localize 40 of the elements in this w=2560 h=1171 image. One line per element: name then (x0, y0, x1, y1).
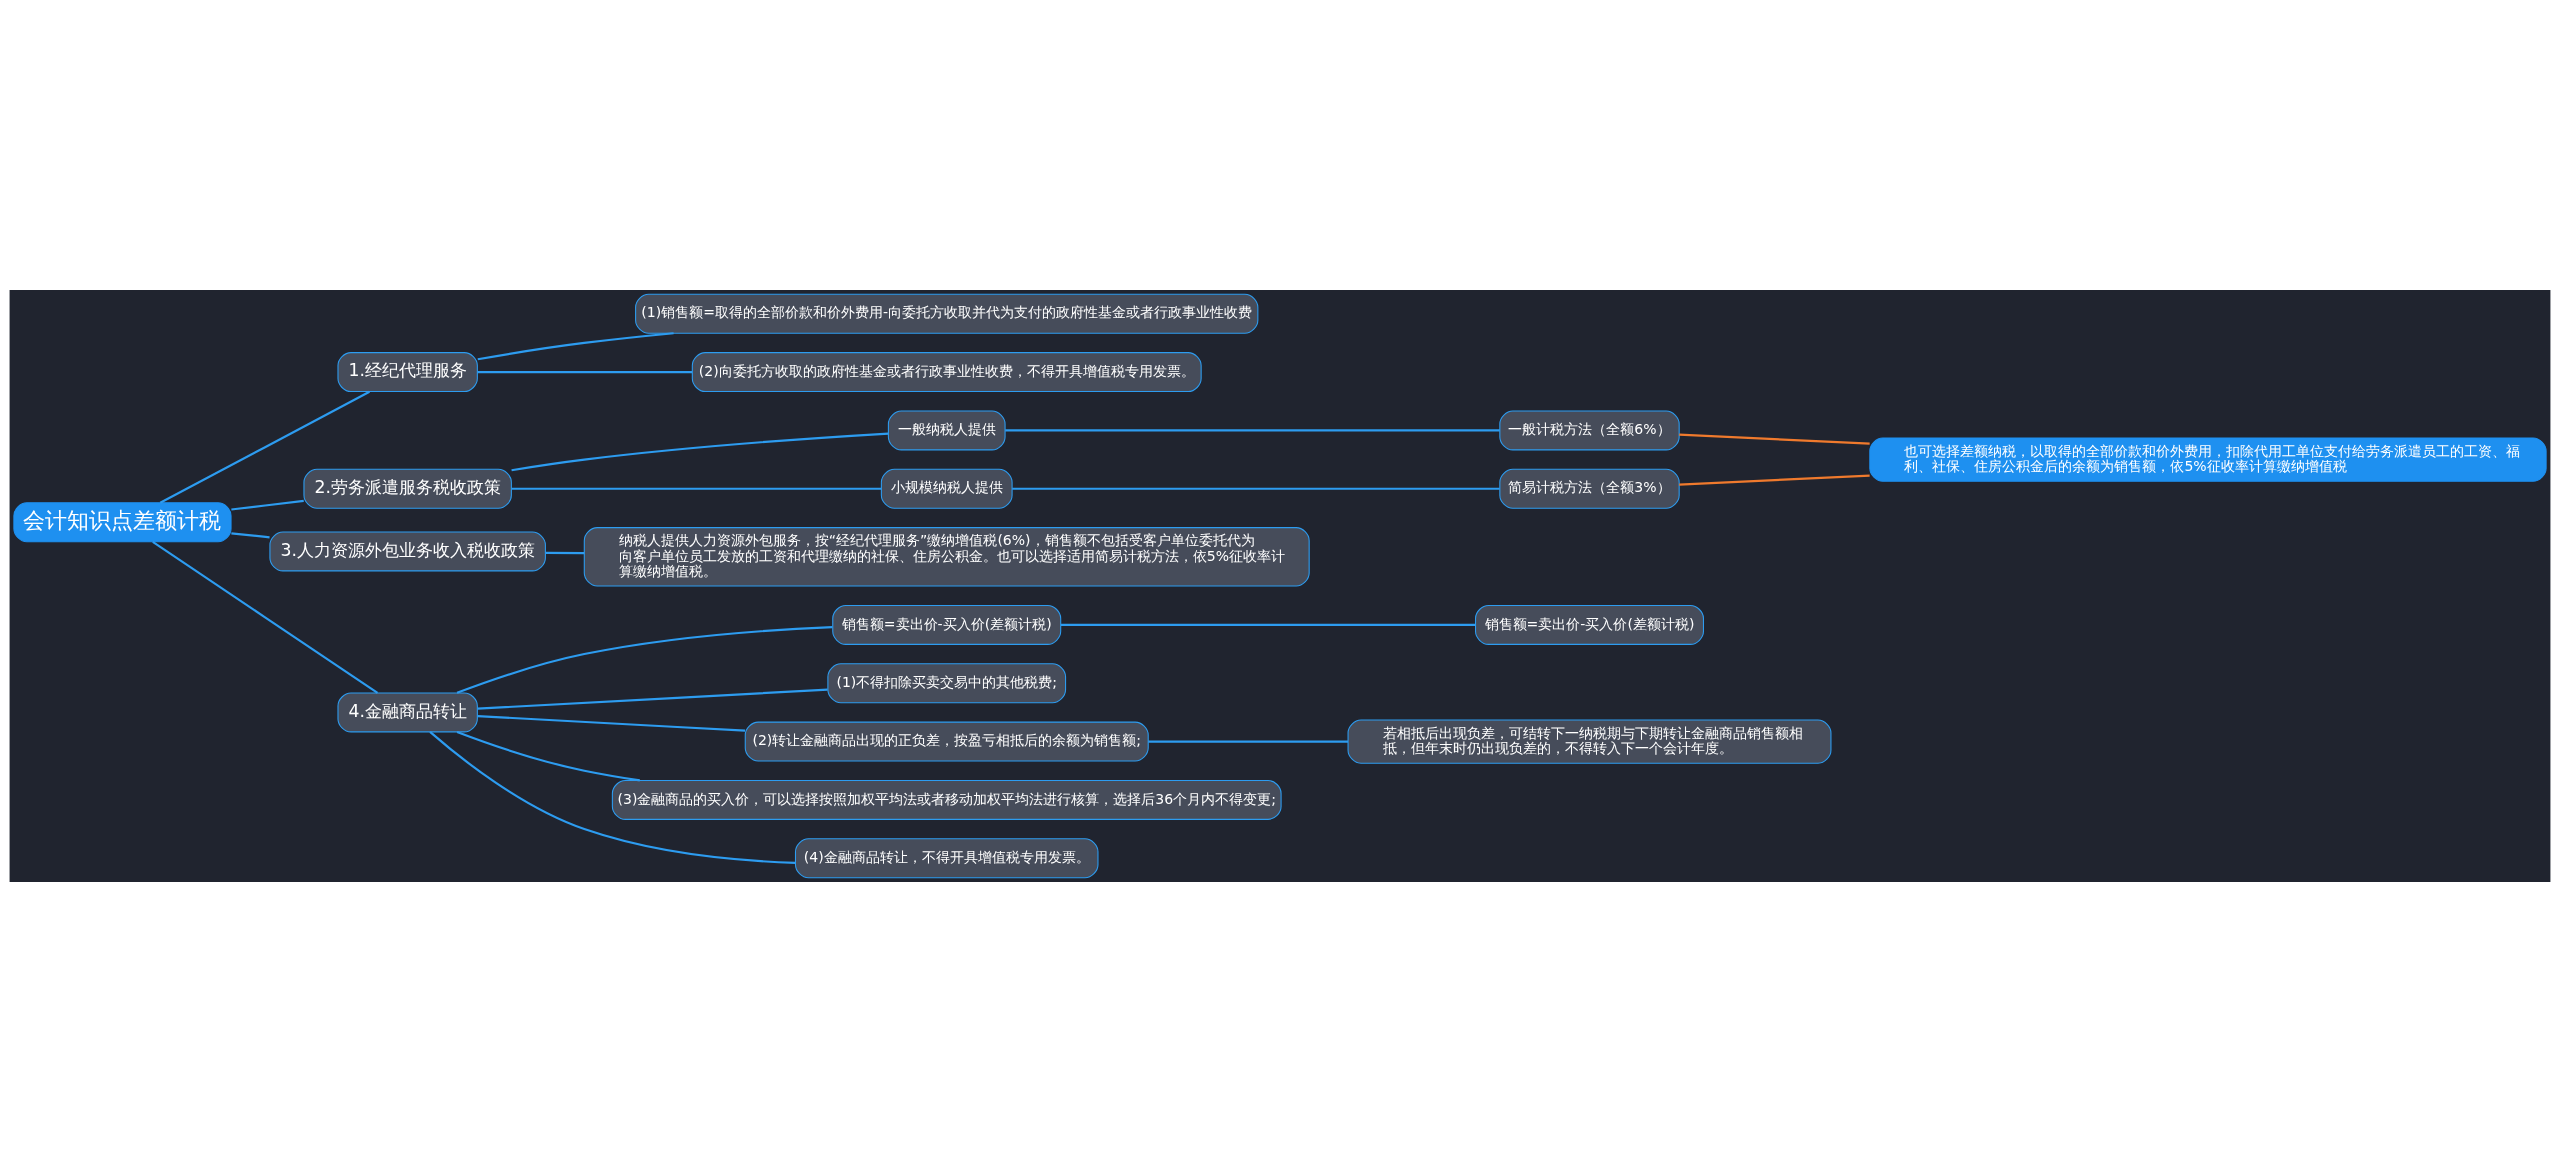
connector (1005, 428, 1500, 431)
connector (511, 487, 882, 490)
node-box: 2.劳务派遣服务税收政策 (303, 468, 512, 509)
connector (231, 531, 270, 538)
connector (231, 499, 304, 511)
connector (1012, 487, 1500, 490)
connector (477, 714, 746, 732)
node-box: 也可选择差额纳税，以取得的全部价款和价外费用，扣除代用工单位支付给劳务派遣员工的工资、福利、社保、住房公积金后的余额为销售额，依5%征收率计算缴纳增值税 (1869, 436, 2547, 482)
connector (456, 730, 640, 781)
node-box: 一般计税方法（全额6%） (1499, 409, 1680, 450)
node-box: 若相抵后出现负差，可结转下一纳税期与下期转让金融商品销售额相抵，但年末时仍出现负差的，不得转入下一个会计年度。 (1347, 718, 1832, 764)
node-box: 3.人力资源外包业务收入税收政策 (269, 530, 546, 571)
node-box: 4.金融商品转让 (337, 691, 478, 732)
connector (456, 625, 833, 694)
node-box: 1.经纪代理服务 (337, 351, 478, 392)
connector (1679, 474, 1870, 486)
connector (545, 551, 585, 554)
connector (1148, 739, 1349, 743)
connector (429, 730, 796, 864)
node-box: (4)金融商品转让，不得开具增值税专用发票。 (794, 837, 1099, 878)
node-box: (1)不得扣除买卖交易中的其他税费; (827, 662, 1067, 703)
node-box: 会计知识点差额计税 (13, 501, 232, 542)
connector (1060, 623, 1476, 626)
node-box: (1)销售额=取得的全部价款和价外费用-向委托方收取并代为支付的政府性基金或者行政事业性收费 (635, 293, 1259, 334)
connector (477, 370, 693, 373)
connector (477, 688, 828, 710)
node-box: 一般纳税人提供 (887, 409, 1006, 450)
connector (477, 331, 674, 360)
node-box: 简易计税方法（全额3%） (1499, 468, 1680, 509)
connector (1679, 433, 1870, 445)
node-box: 小规模纳税人提供 (880, 468, 1013, 509)
node-box: 纳税人提供人力资源外包服务，按“经纪代理服务”缴纳增值税(6%)，销售额不包括受客户单位委托代为向客户单位员工发放的工资和代理缴纳的社保、住房公积金。也可以选择适用简易计税方法，依5%征收率计算缴纳增值税。 (583, 526, 1310, 587)
connector (159, 390, 370, 504)
node-box: (2)转让金融商品出现的正负差，按盈亏相抵后的余额为销售额; (744, 721, 1149, 762)
connector (511, 432, 889, 471)
node-box: (3)金融商品的买入价，可以选择按照加权平均法或者移动加权平均法进行核算，选择后36个月内不得变更; (611, 779, 1282, 820)
node-box: 销售额=卖出价-买入价(差额计税) (832, 604, 1062, 645)
node-box: 销售额=卖出价-买入价(差额计税) (1475, 604, 1704, 645)
node-box: (2)向委托方收取的政府性基金或者行政事业性收费，不得开具增值税专用发票。 (691, 351, 1202, 392)
connector (152, 540, 379, 694)
